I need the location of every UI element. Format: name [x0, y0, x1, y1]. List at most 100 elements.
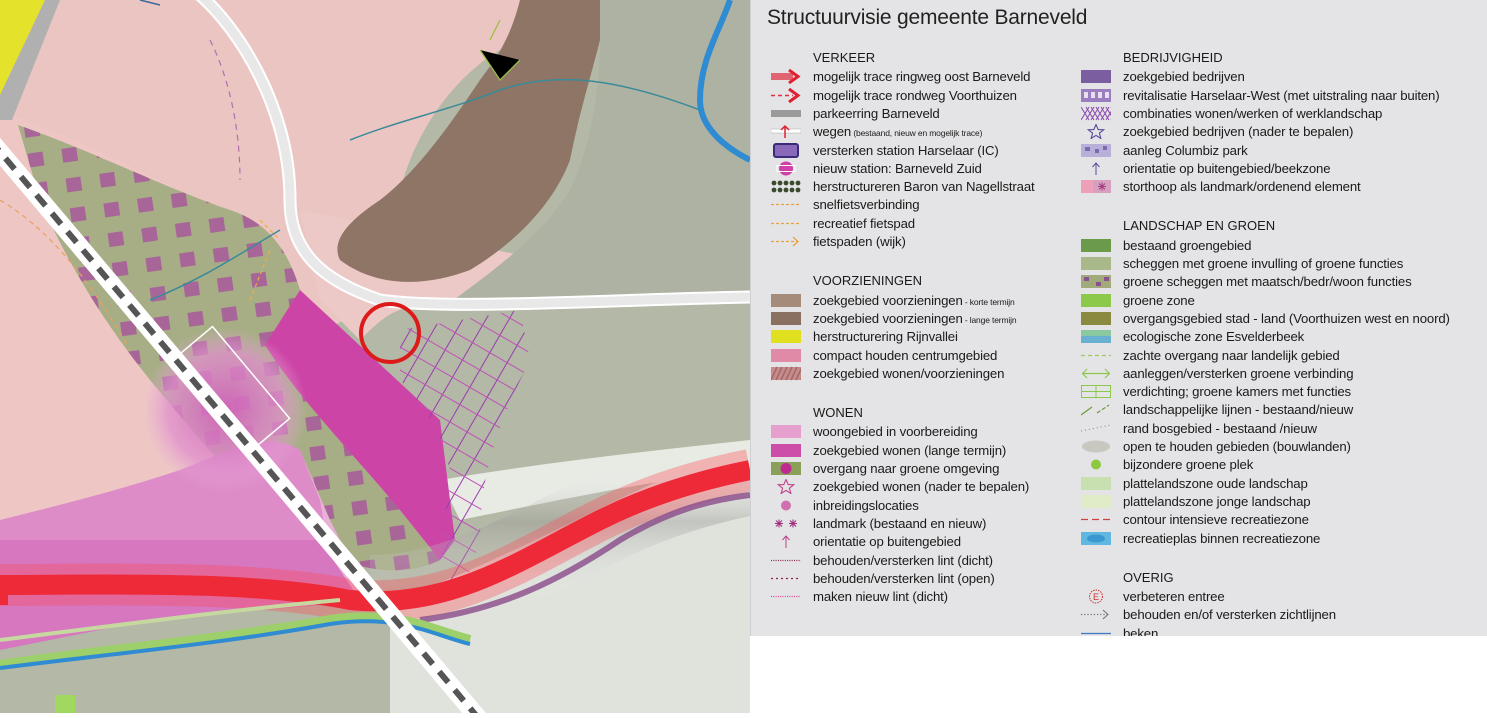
legend-item-label: recreatief fietspad: [813, 216, 915, 231]
legend-item-text: recreatieplas binnen recreatiezone: [1123, 530, 1321, 546]
legend-panel: Structuurvisie gemeente Barneveld VERKEE…: [750, 0, 1487, 641]
legend-item-text: open te houden gebieden (bouwlanden): [1123, 439, 1351, 454]
legend-item-label: aanleggen/versterken groene verbinding: [1123, 365, 1354, 381]
new-station-icon: [771, 161, 801, 176]
legend-item-text: behouden/versterken lint (open): [813, 570, 995, 586]
legend-item-label: orientatie op buitengebied: [813, 534, 961, 549]
werklandschap-grid: [400, 310, 530, 600]
legend-item-label: maken nieuw lint (dicht): [813, 589, 948, 604]
legend-item-label: herstructureren Baron van Nagellstraat: [813, 179, 1035, 194]
revital-icon: [1081, 88, 1111, 103]
legend-item-text: wegen: [813, 124, 852, 140]
dotted-line-icon: [771, 553, 801, 568]
legend-item-text: woongebied in voorbereiding: [813, 424, 978, 440]
legend-item-text: overgangsgebied stad - land (Voorthuizen…: [1123, 310, 1450, 326]
legend-item-text: parkeerring Barneveld: [813, 105, 940, 121]
legend-item-label: contour intensieve recreatiezone: [1123, 512, 1309, 527]
map-area[interactable]: [0, 0, 760, 718]
zoekgebied-voorzieningen: [337, 0, 600, 282]
dotted-line-icon: [771, 589, 801, 604]
diag-lines-icon: [1080, 402, 1111, 417]
marked-location-circle[interactable]: [359, 302, 421, 364]
legend-item-text: verdichting; groene kamers met functies: [1123, 384, 1351, 400]
legend-item-text: herstructureren Baron van Nagellstraat: [813, 179, 1035, 195]
swatch-icon: [771, 443, 801, 458]
ellipse-icon: [1081, 439, 1111, 454]
legend-item-label: scheggen met groene invulling of groene …: [1123, 256, 1403, 271]
legend-item-label: verbeteren entree: [1123, 589, 1225, 604]
double-arrow-icon: [1081, 366, 1111, 381]
legend-item-label: bestaand groengebied: [1123, 238, 1251, 253]
legend-item-note: - lange termijn: [962, 314, 1017, 325]
plas-icon: [1081, 531, 1111, 546]
legend-item-text: orientatie op buitengebied: [813, 534, 961, 550]
legend-section-title: BEDRIJVIGHEID: [1123, 50, 1223, 65]
legend-item-note: (bestaand, nieuw en mogelijk trace): [851, 128, 983, 139]
legend-item-text: zoekgebied wonen (nader te bepalen): [813, 479, 1030, 495]
asterisk-icon: [771, 516, 801, 531]
road-icon: [770, 124, 802, 139]
legend-item-text: fietspaden (wijk): [813, 234, 906, 249]
legend-item-label: recreatieplas binnen recreatiezone: [1123, 531, 1320, 546]
legend-item-label: compact houden centrumgebied: [813, 348, 997, 363]
dashed-green-icon: [1081, 348, 1111, 363]
legend-item-label: zoekgebied voorzieningen - korte termijn: [813, 293, 1015, 308]
ringweg-oost: [0, 460, 752, 612]
swatch-icon: [771, 329, 801, 344]
dots-line-icon: [1080, 421, 1112, 436]
dotted-arrow-icon: [1081, 607, 1111, 622]
svg-text:E: E: [1093, 592, 1099, 602]
legend-item-text: landschappelijke lijnen - bestaand/nieuw: [1123, 402, 1354, 418]
hatch-icon: [770, 366, 808, 381]
line-icon: [1081, 626, 1111, 641]
legend-item-label: ecologische zone Esvelderbeek: [1123, 329, 1304, 344]
legend-section-title: OVERIG: [1123, 569, 1174, 585]
legend-item-text: storthoop als landmark/ordenend element: [1123, 179, 1361, 195]
legend-item-label: storthoop als landmark/ordenend element: [1123, 179, 1361, 194]
legend-item-label: parkeerring Barneveld: [813, 106, 940, 121]
legend-section-title: VOORZIENINGEN: [813, 273, 923, 289]
legend-item-text: plattelandszone jonge landschap: [1123, 493, 1311, 509]
river-right: [696, 0, 752, 163]
legend-item-label: fietspaden (wijk): [813, 234, 906, 249]
legend-item-label: verdichting; groene kamers met functies: [1123, 384, 1351, 399]
swatch-icon: [771, 293, 801, 308]
red-arrow-icon: [771, 69, 801, 85]
legend-item-text: overgang naar groene omgeving: [813, 461, 1000, 476]
legend-item-label: groene scheggen met maatsch/bedr/woon fu…: [1123, 274, 1412, 289]
legend-item-label: overgangsgebied stad - land (Voorthuizen…: [1123, 311, 1450, 326]
legend-item-label: plattelandszone jonge landschap: [1123, 493, 1311, 509]
red-dashed-arrow-icon: [771, 87, 801, 103]
grey-band-icon: [771, 106, 801, 121]
legend-item-label: versterken station Harselaar (IC): [813, 143, 999, 158]
dashed-red-icon: [1081, 512, 1111, 527]
legend-item-text: mogelijk trace ringweg oost Barneveld: [813, 69, 1031, 85]
swatch-icon: [1081, 238, 1111, 253]
swatch-icon: [1081, 69, 1111, 84]
overgang-icon: [771, 461, 801, 476]
legend-item-label: behouden/versterken lint (dicht): [813, 553, 993, 568]
dashed-arrow-icon: [771, 234, 801, 249]
legend-item-label: landschappelijke lijnen - bestaand/nieuw: [1123, 402, 1353, 417]
legend-item-label: landmark (bestaand en nieuw): [813, 516, 986, 531]
legend-item-label: behouden en/of versterken zichtlijnen: [1123, 607, 1336, 622]
legend-item-text: verbeteren entree: [1123, 589, 1225, 605]
legend-item-text: zoekgebied bedrijven: [1123, 69, 1245, 85]
legend-item-text: maken nieuw lint (dicht): [813, 589, 948, 605]
legend-item-text: landmark (bestaand en nieuw): [813, 515, 987, 531]
legend-item-text: contour intensieve recreatiezone: [1123, 512, 1309, 528]
legend-item-label: groene zone: [1123, 293, 1195, 308]
swatch-icon: [1081, 476, 1111, 491]
legend-item-text: aanleg Columbiz park: [1123, 142, 1248, 158]
eco-icon: [1081, 329, 1111, 344]
legend-item-label: overgang naar groene omgeving: [813, 461, 999, 476]
legend-item-label: woongebied in voorbereiding: [813, 424, 978, 439]
legend-item-label: zoekgebied bedrijven (nader te bepalen): [1123, 124, 1353, 139]
legend-item-text: aanleggen/versterken groene verbinding: [1123, 365, 1354, 381]
legend-item-label: zoekgebied bedrijven: [1123, 69, 1245, 84]
woongebied-noord: [0, 0, 520, 327]
legend-item-text: behouden en/of versterken zichtlijnen: [1123, 607, 1336, 623]
circle-icon: [1081, 457, 1111, 472]
swatch-icon: [1081, 256, 1111, 271]
legend-item-text: versterken station Harselaar (IC): [813, 142, 999, 158]
